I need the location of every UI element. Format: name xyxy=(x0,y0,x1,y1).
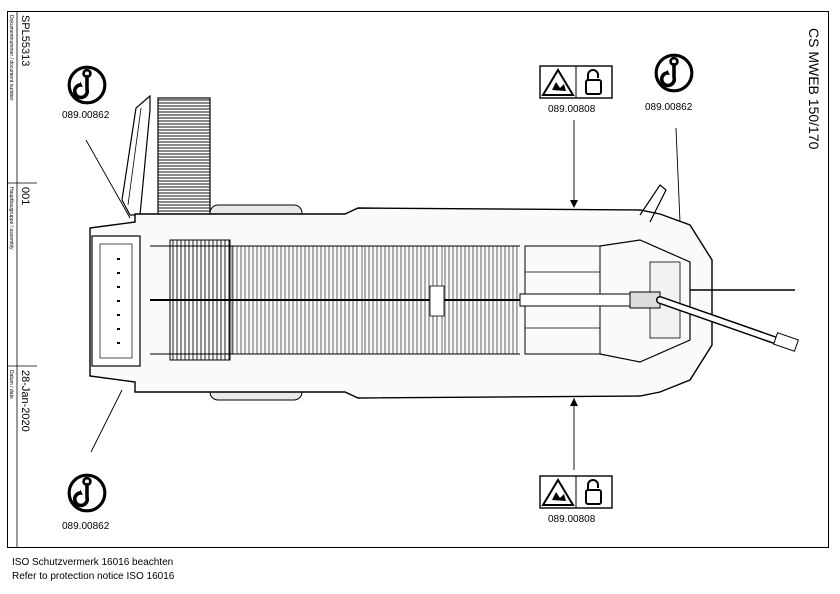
doc-number: SPL55313 xyxy=(19,15,31,67)
crush-hazard-warning-icon xyxy=(541,478,575,506)
date-label: Datum / date xyxy=(8,370,14,399)
floor-conveyor xyxy=(231,245,518,355)
footer-line-de: ISO Schutzvermerk 16016 beachten xyxy=(12,557,174,568)
warning-decal-top xyxy=(539,65,613,99)
part-number-lifting-bottom-left: 089.00862 xyxy=(62,521,110,532)
part-number-lifting-top-left: 089.00862 xyxy=(62,110,110,121)
part-number-lifting-top-right: 089.00862 xyxy=(645,102,693,113)
footer-line-en: Refer to protection notice ISO 16016 xyxy=(12,571,175,582)
part-number-warning-top: 089.00808 xyxy=(548,104,596,115)
drawing-title: CS MWEB 150/170 xyxy=(806,28,822,150)
padlock-icon xyxy=(587,479,599,490)
title-block-lines xyxy=(7,11,37,548)
pto-shaft xyxy=(519,289,799,352)
warning-decal-bottom xyxy=(539,475,613,509)
front-frame xyxy=(524,239,691,363)
arrow-top xyxy=(570,200,578,208)
drawing-frame xyxy=(7,11,829,548)
assembly-label: Hauptbaugruppe / assembly xyxy=(8,187,14,250)
tailgate xyxy=(91,235,141,367)
lifting-hook-icon-bottom-left xyxy=(67,473,107,513)
assembly-number: 001 xyxy=(19,187,31,206)
date-value: 28-Jan-2020 xyxy=(19,370,31,432)
leader-lines xyxy=(85,120,681,470)
roller-assembly xyxy=(121,94,211,217)
lifting-hook-icon-top-right xyxy=(654,53,694,93)
lifting-hook-icon-top-left xyxy=(67,65,107,105)
jack-stand xyxy=(639,184,667,223)
title-block: Dokumentnummer / document number SPL5531… xyxy=(7,11,37,548)
crush-hazard-warning-icon xyxy=(541,68,575,96)
part-number-warning-bottom: 089.00808 xyxy=(548,514,596,525)
padlock-icon xyxy=(587,69,599,80)
doc-number-label: Dokumentnummer / document number xyxy=(8,15,14,101)
arrow-bottom xyxy=(570,398,578,406)
